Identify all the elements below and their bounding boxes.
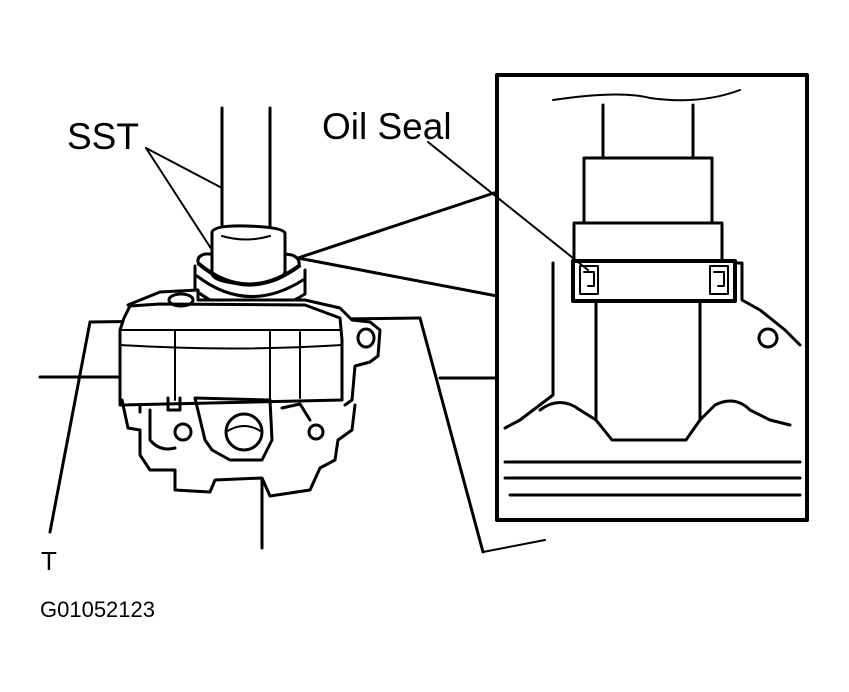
figure-id-label: G01052123 xyxy=(40,597,155,622)
zoom-pointer xyxy=(296,190,499,298)
sst-label: SST xyxy=(67,116,139,157)
table-mark-label: T xyxy=(41,546,57,576)
inset-detail xyxy=(495,73,809,522)
oil-seal-label: Oil Seal xyxy=(322,106,452,147)
pump-housing xyxy=(118,288,382,550)
leader-lines xyxy=(145,141,589,271)
sst-tool xyxy=(210,106,287,286)
